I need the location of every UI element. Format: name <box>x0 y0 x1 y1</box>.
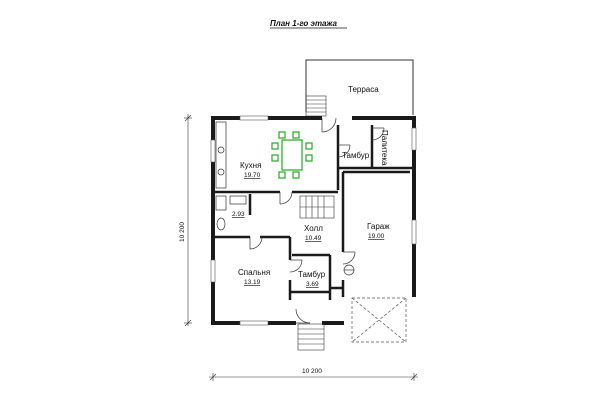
bathroom-area: 2.93 <box>232 211 245 218</box>
hall-area: 10.49 <box>305 235 322 242</box>
terrace-label: Терраса <box>348 85 379 94</box>
bathroom-fixtures <box>215 195 247 231</box>
garage-area: 19.00 <box>368 233 385 240</box>
doors <box>249 117 385 324</box>
vertical-dimension: 10 200 <box>179 222 186 242</box>
dimension-lines <box>184 114 418 381</box>
vestibule-bottom-area: 3.69 <box>306 281 319 288</box>
bedroom-area: 13.19 <box>244 279 261 286</box>
vestibule-top-label: Тамбур <box>342 151 370 160</box>
garage-label: Гараж <box>367 222 390 231</box>
kitchen-label: Кухня <box>240 161 261 170</box>
hall-label: Холл <box>304 224 323 233</box>
garage-canopy <box>351 297 407 343</box>
kitchen-area: 19.70 <box>244 172 261 179</box>
bedroom-label: Спальня <box>238 268 270 277</box>
kitchen-counter <box>215 121 227 189</box>
plan-title: План 1-го этажа <box>270 19 337 28</box>
windows <box>210 115 417 326</box>
garage-fixture <box>343 264 355 276</box>
dining-table <box>271 131 313 179</box>
entrance-steps <box>297 323 325 351</box>
inner-walls <box>213 125 414 300</box>
horizontal-dimension: 10 200 <box>302 368 322 375</box>
hall-stairs <box>299 195 335 219</box>
terrace-steps <box>305 95 327 117</box>
terrace-outline <box>305 59 414 115</box>
pantry-label: Палитека <box>380 130 389 166</box>
vestibule-bottom-label: Тамбур <box>298 270 326 279</box>
